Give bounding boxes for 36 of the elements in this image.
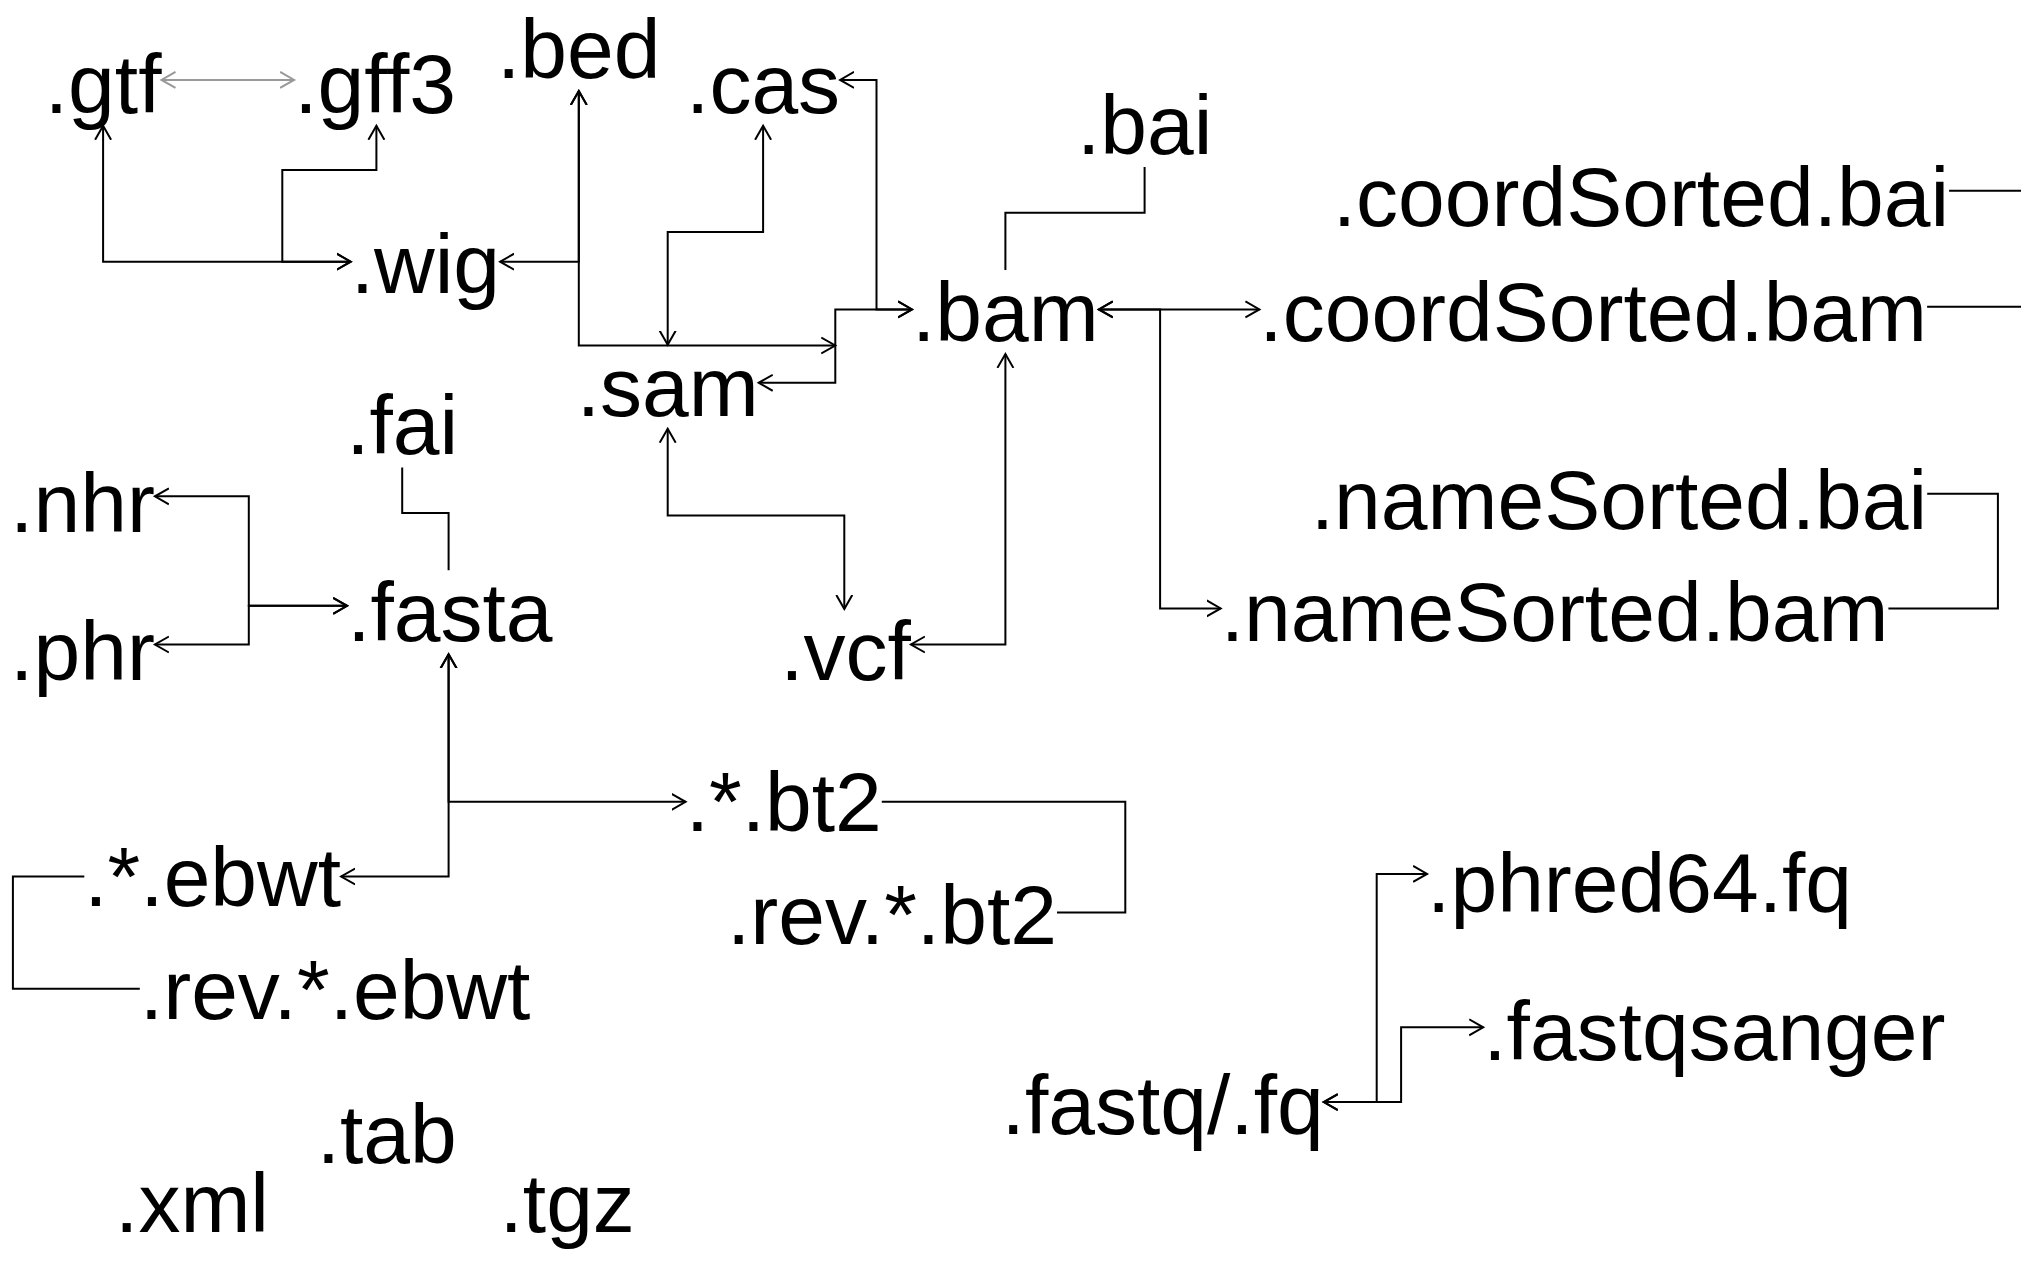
connector-arrow: [909, 352, 1015, 654]
connector-line: [1887, 492, 1999, 610]
file-extension-label: .bam: [912, 269, 1099, 354]
file-extension-label: .rev.*.ebwt: [139, 947, 531, 1032]
file-extension-label: .xml: [115, 1160, 270, 1245]
connector-line: [401, 466, 450, 572]
connector-arrow: [569, 90, 837, 355]
file-extension-label: .fai: [346, 383, 459, 468]
connector-arrow: [658, 427, 854, 610]
connector-arrow: [757, 300, 913, 392]
connector-arrow: [439, 653, 687, 811]
connector-line: [1926, 189, 2021, 308]
connector-arrow: [1097, 300, 1222, 618]
connector-line: [1004, 166, 1146, 271]
connector-arrow: [160, 70, 296, 89]
file-extension-label: .fasta: [347, 570, 553, 655]
file-extension-label: .tab: [316, 1092, 457, 1177]
file-extension-label: .coordSorted.bam: [1259, 269, 1928, 354]
file-extension-label: .vcf: [780, 608, 911, 693]
connector-arrow: [1322, 1018, 1485, 1112]
connector-line: [11, 875, 141, 990]
file-extension-label: .coordSorted.bai: [1332, 155, 1950, 240]
file-extension-label: .*.bt2: [685, 759, 882, 844]
connector-arrow: [281, 124, 386, 271]
file-extension-label: .nhr: [10, 460, 155, 545]
file-extension-label: .*.ebwt: [84, 834, 342, 919]
file-extension-label: .bai: [1076, 83, 1213, 168]
file-extension-label: .rev.*.bt2: [727, 873, 1057, 958]
file-extension-label: .sam: [576, 344, 759, 429]
file-extension-label: .cas: [686, 41, 841, 126]
connector-arrow: [658, 124, 773, 346]
connector-line: [880, 800, 1127, 914]
file-extension-label: .nameSorted.bam: [1220, 570, 1889, 655]
file-extension-label: .nameSorted.bai: [1310, 458, 1928, 543]
connector-arrow: [153, 596, 349, 654]
file-extension-label: .bed: [497, 6, 661, 91]
